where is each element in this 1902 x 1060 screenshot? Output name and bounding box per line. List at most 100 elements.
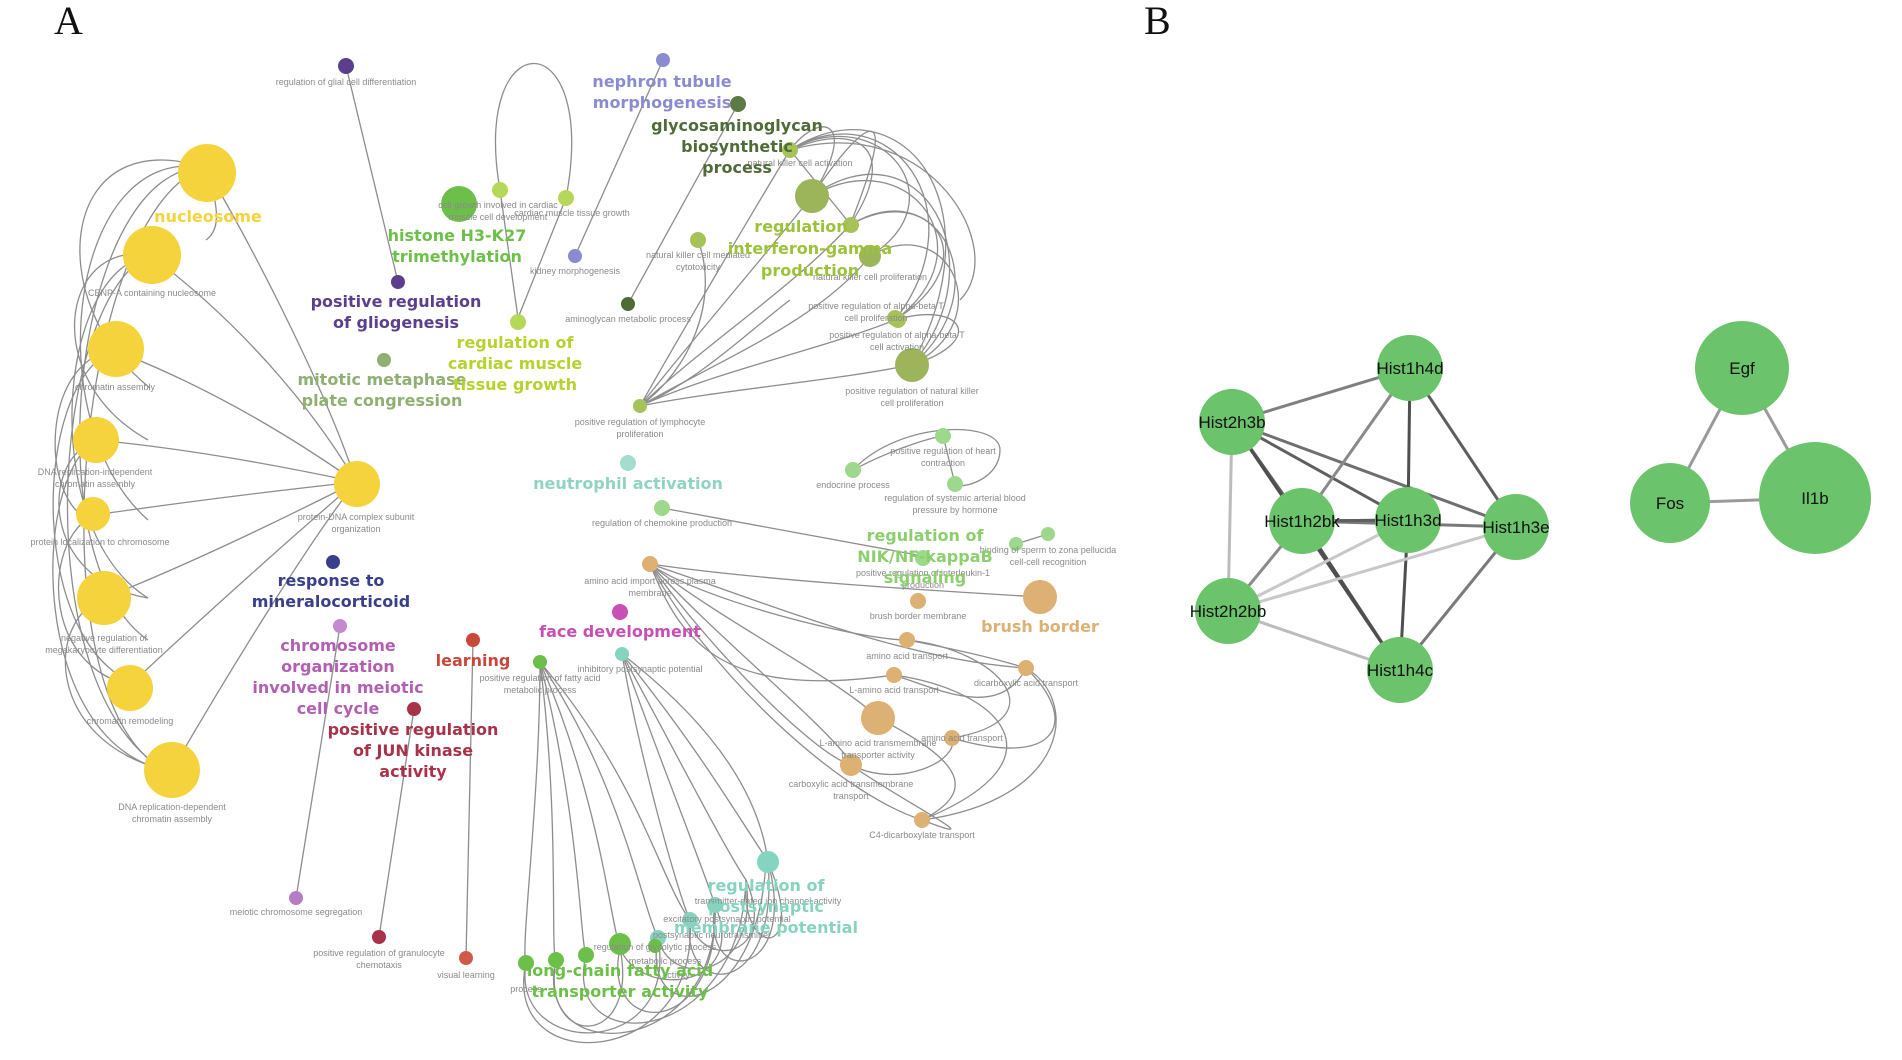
- gene-label-hist1h2bk: Hist1h2bk: [1264, 512, 1340, 531]
- term-arterial-2: pressure by hormone: [912, 505, 997, 515]
- node-cenpa: [123, 226, 181, 284]
- cluster-mitotic-2: plate congression: [302, 391, 463, 410]
- term-nk-prolif: natural killer cell proliferation: [813, 272, 927, 282]
- edge: [649, 563, 895, 682]
- edge: [129, 481, 357, 686]
- node-neutrophil: [620, 455, 636, 471]
- cluster-face: face development: [539, 622, 701, 641]
- node-inhibitory: [615, 647, 629, 661]
- node-mineralocorticoid: [326, 555, 340, 569]
- cluster-jun-3: activity: [379, 762, 447, 781]
- cluster-histone-2: trimethylation: [392, 247, 522, 266]
- node-nucleosome: [178, 144, 236, 202]
- cluster-gliogenesis-2: of gliogenesis: [333, 313, 459, 332]
- edge: [852, 428, 1001, 487]
- edge: [661, 507, 924, 557]
- cluster-glycosaminoglycan-3: process: [702, 158, 772, 177]
- node-dna-replication-independent: [73, 417, 119, 463]
- edge: [627, 103, 739, 305]
- node-mitotic: [377, 353, 391, 367]
- edge: [906, 639, 1027, 669]
- cluster-postsynaptic-1: regulation of: [708, 876, 826, 895]
- edge: [71, 254, 151, 599]
- gene-node-hist1h3e: [1483, 494, 1549, 560]
- edge: [52, 349, 149, 689]
- edge: [639, 239, 706, 407]
- term-heart-2: contraction: [921, 458, 965, 468]
- node-cardiac-tissue: [558, 190, 574, 206]
- edge: [789, 137, 873, 226]
- gene-node-hist1h3d: [1375, 487, 1441, 553]
- edge: [639, 255, 871, 407]
- edge-h1h3e-h2h2bb: [1227, 525, 1517, 613]
- edge: [639, 319, 896, 407]
- term-amino-acid-transport2: amino acid transport: [921, 733, 1003, 743]
- node-dicarboxylic: [1018, 660, 1034, 676]
- term-cenpa: CENP-A containing nucleosome: [88, 288, 216, 298]
- term-chromatin-remodeling: chromatin remodeling: [87, 716, 174, 726]
- edge: [465, 639, 474, 959]
- edge: [52, 439, 166, 771]
- edge: [205, 167, 357, 483]
- node-learning: [466, 633, 480, 647]
- panel-a-nodes: [73, 53, 1057, 971]
- term-endocrine: endocrine process: [816, 480, 890, 490]
- edge: [789, 133, 930, 321]
- gene-label-fos: Fos: [1656, 494, 1684, 513]
- edge: [54, 349, 116, 521]
- node-carboxylic: [840, 754, 862, 776]
- edge: [639, 299, 791, 407]
- edge: [494, 62, 573, 199]
- node-arterial: [947, 476, 963, 492]
- edge: [295, 625, 341, 899]
- node-postsynaptic: [757, 851, 779, 873]
- term-fatty-meta-1: positive regulation of fatty acid: [479, 673, 600, 683]
- cluster-nfkb-1: regulation of: [867, 526, 985, 545]
- edge: [539, 661, 691, 921]
- cluster-interferon-3: production: [761, 261, 859, 280]
- term-ligand: transmitter-gated ion channel activity: [695, 896, 842, 906]
- term-nk-activation: natural killer cell activation: [747, 158, 852, 168]
- gene-node-hist2h3b: [1199, 389, 1265, 455]
- node-process: [518, 955, 534, 971]
- edge: [583, 879, 747, 1024]
- term-alpha-beta-prolif-1: positive regulation of alpha-beta T: [808, 301, 944, 311]
- node-nk-prolif: [859, 245, 881, 267]
- term-protein-dna-2: organization: [331, 524, 380, 534]
- term-arterial-1: regulation of systemic arterial blood: [884, 493, 1026, 503]
- term-sperm-1: binding of sperm to zona pellucida: [980, 545, 1117, 555]
- edge: [942, 435, 956, 485]
- cluster-nfkb-2: NIK/NF-kappaB: [857, 547, 992, 566]
- edge: [517, 197, 567, 319]
- node-metabolic: [578, 947, 594, 963]
- edge: [621, 653, 691, 921]
- node-l-amino-transmembrane: [861, 701, 895, 735]
- node-activity: [548, 952, 564, 968]
- cluster-nucleosome: nucleosome: [154, 207, 262, 226]
- node-meiotic: [333, 619, 347, 633]
- term-amino-import-1: amino acid import across plasma: [584, 576, 716, 586]
- edge: [811, 130, 876, 226]
- node-chemokine: [654, 500, 670, 516]
- term-process: process: [510, 984, 542, 994]
- term-excitatory: excitatory postsynaptic potential: [663, 914, 791, 924]
- term-granulocyte-1: positive regulation of granulocyte: [313, 948, 445, 958]
- edge: [621, 653, 747, 881]
- gene-node-egf: [1695, 321, 1789, 415]
- edge: [649, 563, 879, 719]
- node-interferon: [795, 179, 829, 213]
- term-carboxylic-2: transport: [833, 791, 869, 801]
- cluster-cardiac-1: regulation of: [457, 333, 575, 352]
- term-l-amino-transmembrane-2: transporter activity: [841, 750, 915, 760]
- gene-label-hist1h3d: Hist1h3d: [1374, 511, 1441, 530]
- node-protein-localization: [76, 497, 110, 531]
- cluster-gliogenesis-1: positive regulation: [311, 292, 482, 311]
- term-l-amino-transmembrane-1: L-amino acid transmembrane: [819, 738, 936, 748]
- term-c4: C4-dicarboxylate transport: [869, 830, 975, 840]
- edge: [649, 563, 908, 641]
- edge: [877, 717, 956, 821]
- term-cell-growth-2: muscle cell development: [449, 212, 548, 222]
- node-glycolytic: [648, 939, 662, 953]
- edge: [869, 244, 960, 366]
